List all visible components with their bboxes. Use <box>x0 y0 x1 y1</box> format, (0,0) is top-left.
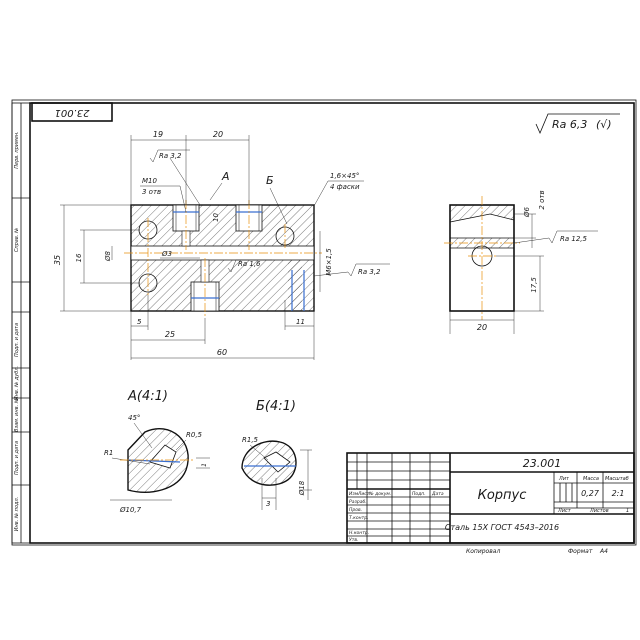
detail-b-r15: R1,5 <box>242 436 259 444</box>
roughness-paren: (√) <box>596 118 612 131</box>
tb-scale: 2:1 <box>612 489 625 498</box>
title-block: Изм Лист № докум. Подп. Дата Разраб. Про… <box>346 452 635 555</box>
sheet-frame: 23.001 <box>11 99 637 546</box>
dim-16: 16 <box>75 253 83 262</box>
dim-d3: Ø3 <box>161 250 172 258</box>
tb-scale-label: Масштаб <box>605 476 629 482</box>
ra32-top: Ra 3,2 <box>159 152 182 160</box>
copied-label: Копировал <box>466 548 500 555</box>
main-view: 19 20 Ra 3,2 M10 3 отв А Б 1,6×45° 4 фас… <box>53 130 390 360</box>
general-roughness: Ra 6,3 (√) <box>535 113 620 135</box>
dim-25: 25 <box>165 330 175 339</box>
dim-175: 17,5 <box>530 277 538 293</box>
detail-a-angle: 45° <box>128 414 140 422</box>
ra16: Ra 1,6 <box>238 260 261 268</box>
tb-mass-label: Масса <box>583 476 599 482</box>
tb-sheet-label: Лист <box>557 508 572 514</box>
side-col-4: Инв. № дубл. <box>14 366 20 400</box>
tb-sheets-label: Листов <box>589 508 609 514</box>
detail-b-d18: Ø18 <box>298 480 306 496</box>
detail-b-three: 3 <box>266 500 270 508</box>
side-col-3: Подп. и дата <box>14 323 20 357</box>
tb-lit-label: Лит <box>558 476 570 482</box>
tb-role-utv: Утв. <box>349 537 358 543</box>
dim-20-side: 20 <box>477 323 487 332</box>
tb-role-razrab: Разраб. <box>349 499 367 505</box>
tb-role-prov: Пров. <box>349 507 362 513</box>
thread-m6: M6×1,5 <box>325 248 333 276</box>
tb-role-tkontr: Т.контр. <box>349 515 369 521</box>
side-columns: Перв. примен. Справ. № Подп. и дата Инв.… <box>11 102 31 544</box>
section-label-b: Б <box>266 174 274 187</box>
dim-20-top: 20 <box>213 130 223 139</box>
ra32-right: Ra 3,2 <box>358 268 381 276</box>
side-col-1: Перв. примен. <box>14 131 20 169</box>
tb-part-name: Корпус <box>478 488 527 503</box>
tb-sheets-count: 1 <box>626 508 629 514</box>
detail-a-title: А(4:1) <box>127 389 168 404</box>
holes-2: 2 отв <box>538 190 546 209</box>
dim-10: 10 <box>212 213 220 222</box>
side-col-5: Взам. инв. № <box>14 398 20 432</box>
detail-b-title: Б(4:1) <box>256 399 296 414</box>
dim-5: 5 <box>137 318 142 326</box>
tb-row-date: Дата <box>431 491 444 497</box>
dim-11: 11 <box>296 318 305 326</box>
dim-d8: Ø8 <box>104 250 112 262</box>
dim-35: 35 <box>53 255 62 265</box>
dim-d6: Ø6 <box>523 206 531 218</box>
thread-m10-holes: 3 отв <box>142 188 161 196</box>
roughness-value: Ra 6,3 <box>552 118 587 131</box>
detail-a-one: 1 <box>201 463 208 467</box>
tb-row-sign: Подп. <box>412 491 426 497</box>
doc-number-rotated: 23.001 <box>55 107 90 118</box>
section-label-a: А <box>221 170 230 183</box>
dim-19: 19 <box>153 130 163 139</box>
tb-mass: 0,27 <box>581 489 600 498</box>
ra125: Ra 12,5 <box>560 235 588 243</box>
side-col-2: Справ. № <box>14 228 20 252</box>
tb-role-nkontr: Н.контр. <box>349 530 369 536</box>
tb-row-izm: Изм <box>349 491 359 497</box>
detail-a-d107: Ø10,7 <box>119 506 142 514</box>
detail-a: А(4:1) 45° R0,5 R1 1 Ø10,7 <box>104 389 210 514</box>
side-col-6: Подп. и дата <box>14 441 20 475</box>
thread-m10: M10 <box>142 177 157 185</box>
detail-a-r05: R0,5 <box>186 431 203 439</box>
side-col-7: Инв. № подл. <box>14 497 20 532</box>
tb-doc-number: 23.001 <box>523 457 562 470</box>
chamfer-note: 1,6×45° <box>330 172 359 180</box>
detail-a-r1: R1 <box>104 449 113 457</box>
format-value: А4 <box>599 548 608 555</box>
detail-b: Б(4:1) R1,5 Ø18 3 <box>241 399 312 510</box>
tb-material: Сталь 15Х ГОСТ 4543–2016 <box>445 523 559 532</box>
side-view: Ø6 2 отв Ra 12,5 17,5 20 <box>444 190 598 334</box>
dim-60: 60 <box>217 348 227 357</box>
format-label: Формат <box>568 548 593 555</box>
chamfer-count: 4 фаски <box>330 183 360 191</box>
tb-row-list: Лист <box>357 491 370 497</box>
tb-row-doc: № докум. <box>368 491 391 497</box>
